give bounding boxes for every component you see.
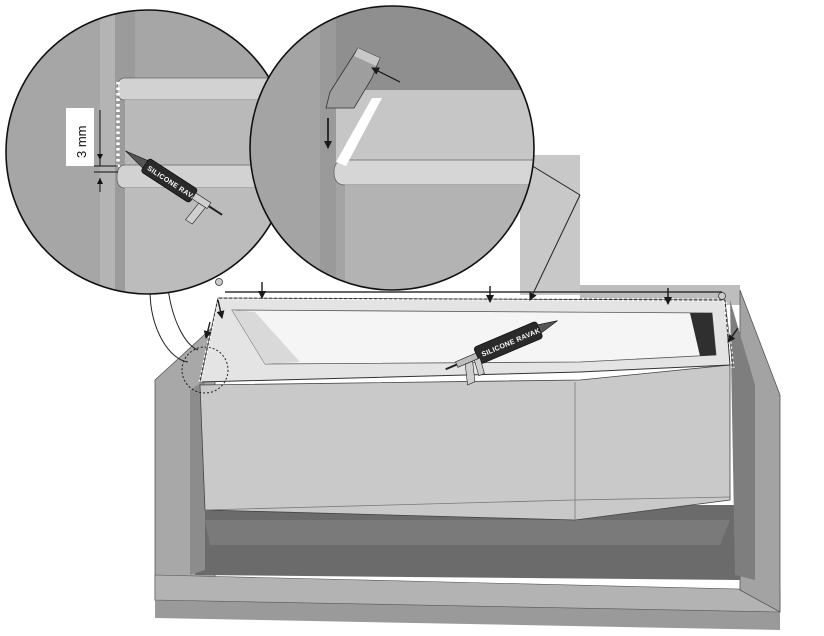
arrow-icon xyxy=(727,327,739,343)
arrow-icon xyxy=(216,299,225,319)
bathtub xyxy=(198,278,735,521)
detail-circle-left: SILICONE RAVAK 3 mm xyxy=(5,9,291,295)
arrow-icon xyxy=(203,321,212,339)
gap-dimension-label: 3 mm xyxy=(74,126,89,159)
arrow-icon xyxy=(371,67,401,83)
back-wall xyxy=(520,155,740,305)
detail-circle-right xyxy=(249,5,535,291)
magnifier-circle-icon xyxy=(181,346,229,394)
rim-arrows xyxy=(203,282,739,343)
